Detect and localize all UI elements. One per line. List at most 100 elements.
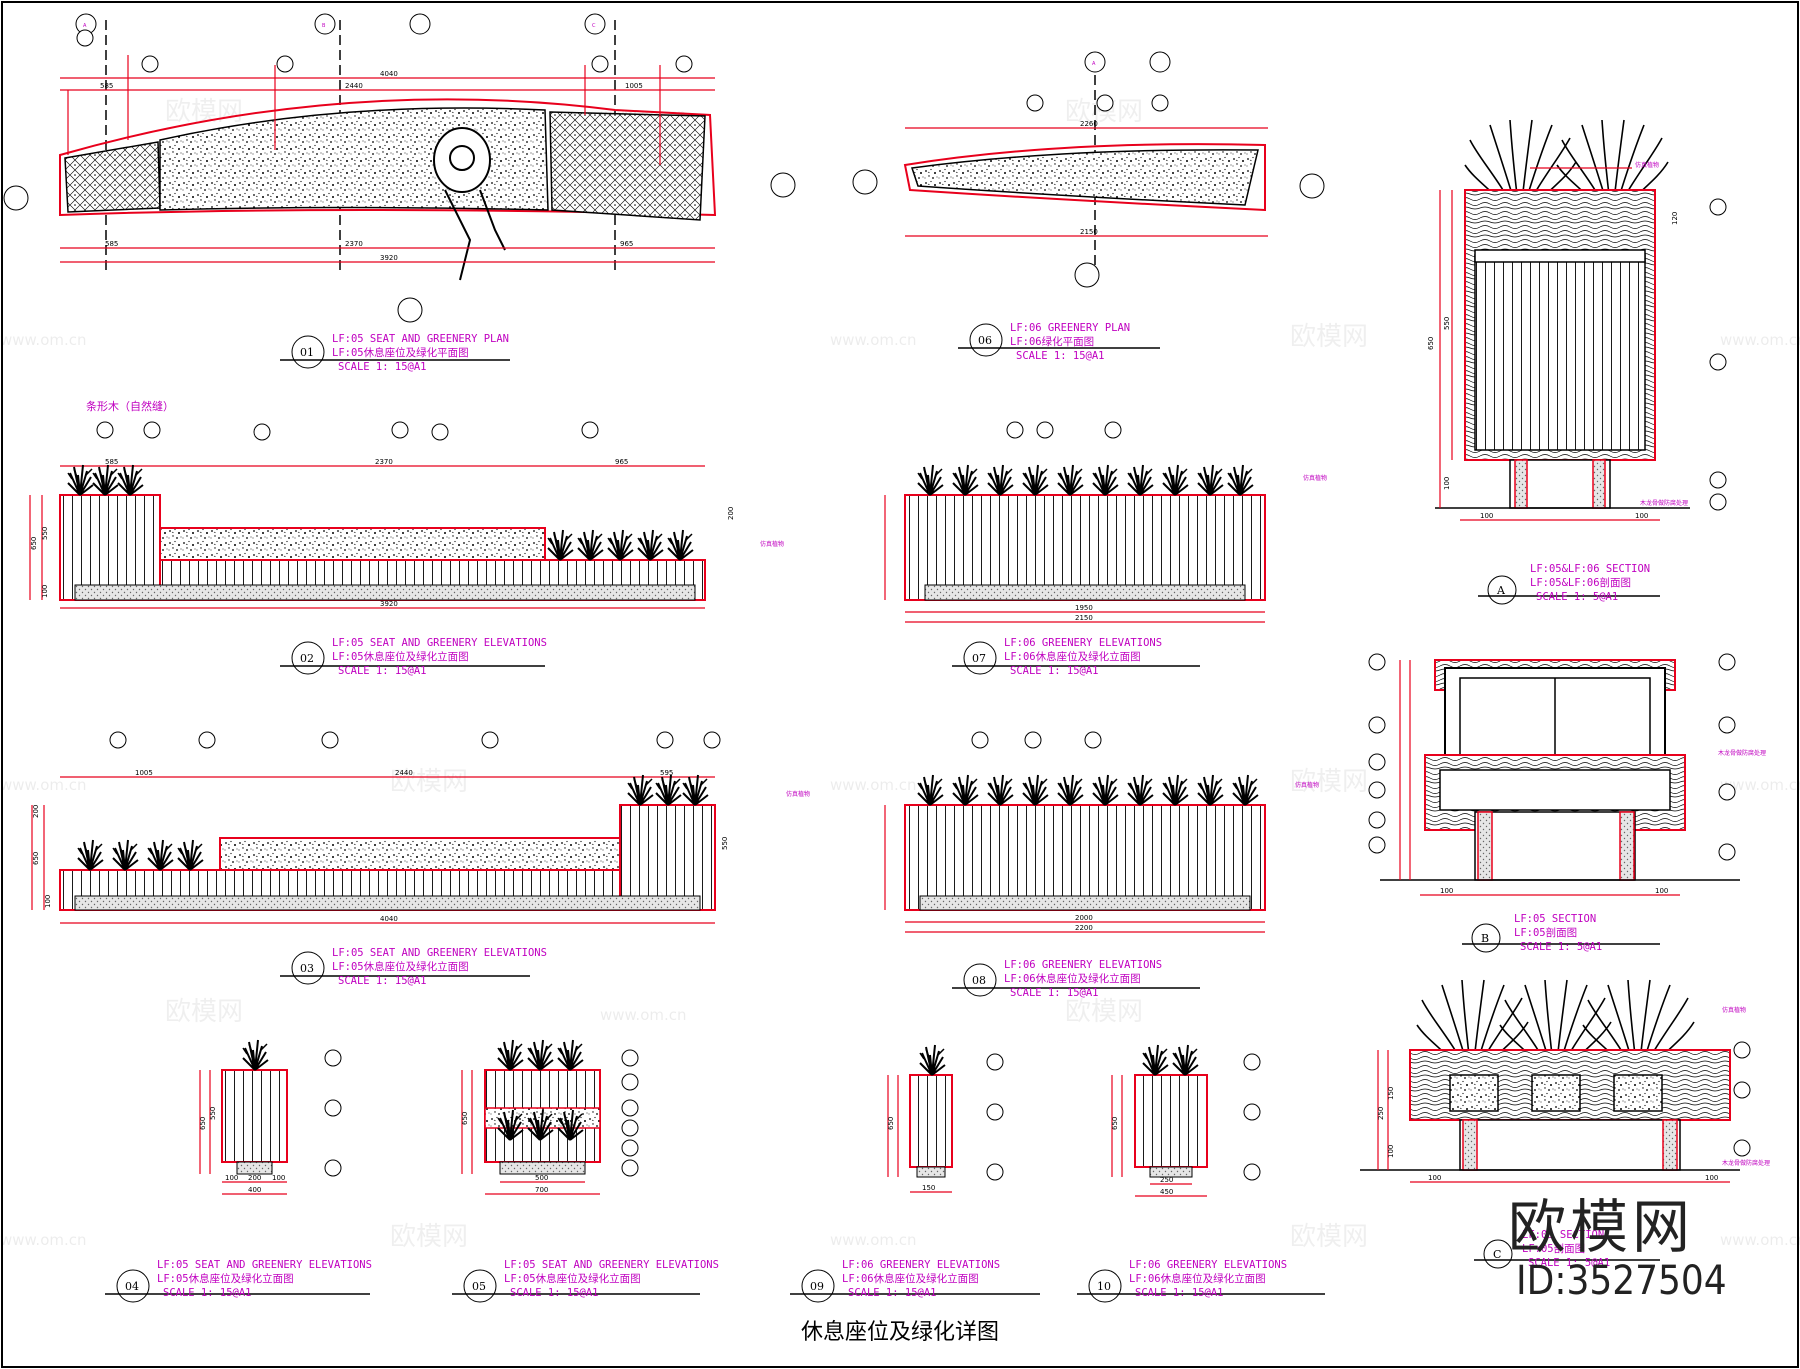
watermark-url: www.om.cn xyxy=(1720,1231,1800,1249)
drawing-title-cn: LF:06休息座位及绿化立面图 xyxy=(1004,972,1141,985)
watermark: 欧模网 xyxy=(390,1222,468,1252)
watermark: 欧模网 xyxy=(1290,1222,1368,1252)
svg-text:100: 100 xyxy=(44,895,52,908)
svg-text:2260: 2260 xyxy=(1080,120,1098,128)
drawing-title-en: LF:05 SECTION xyxy=(1522,1229,1604,1241)
watermark-url: www.om.cn xyxy=(1720,776,1800,794)
svg-text:08: 08 xyxy=(972,974,986,987)
svg-text:3920: 3920 xyxy=(380,254,398,262)
drawing-title-cn: LF:06休息座位及绿化立面图 xyxy=(842,1272,979,1285)
svg-text:木龙骨做防腐处理: 木龙骨做防腐处理 xyxy=(1640,499,1688,507)
svg-text:650: 650 xyxy=(30,537,38,550)
svg-text:585: 585 xyxy=(100,82,113,90)
svg-text:04: 04 xyxy=(125,1280,139,1293)
drawing-title-en: LF:06 GREENERY PLAN xyxy=(1010,322,1130,334)
svg-text:木龙骨做防腐处理: 木龙骨做防腐处理 xyxy=(1722,1159,1770,1167)
svg-text:585: 585 xyxy=(105,458,118,466)
elevation-02: 条形木（自然缝） 585 2370 965 3920 650 550 200 1… xyxy=(29,399,784,677)
svg-text:200: 200 xyxy=(727,507,735,520)
svg-text:仿真植物: 仿真植物 xyxy=(1295,781,1319,789)
drawing-title-en: LF:06 GREENERY ELEVATIONS xyxy=(1129,1259,1287,1271)
watermark: 欧模网 xyxy=(390,767,468,797)
drawing-title-en: LF:05 SECTION xyxy=(1514,913,1596,925)
svg-text:450: 450 xyxy=(1160,1188,1173,1196)
drawing-scale: SCALE 1: 5@A1 xyxy=(1528,1257,1610,1269)
svg-text:650: 650 xyxy=(461,1112,469,1125)
elevation-03: 1005 2440 595 4040 650 550 200 100 仿真植物 … xyxy=(31,731,810,987)
watermark-url: www.om.cn xyxy=(600,1006,687,1024)
svg-text:200: 200 xyxy=(248,1174,261,1182)
drawing-scale: SCALE 1: 15@A1 xyxy=(848,1287,937,1299)
svg-text:550: 550 xyxy=(1443,317,1451,330)
drawing-scale: SCALE 1: 15@A1 xyxy=(163,1287,252,1299)
drawing-title-en: LF:05 SEAT AND GREENERY PLAN xyxy=(332,333,509,345)
svg-text:B: B xyxy=(1481,932,1489,945)
svg-text:250: 250 xyxy=(1377,1107,1385,1120)
drawing-title-cn: LF:05剖面图 xyxy=(1514,926,1577,939)
drawing-title-en: LF:05 SEAT AND GREENERY ELEVATIONS xyxy=(504,1259,719,1271)
svg-text:C: C xyxy=(592,23,596,29)
drawing-number-A xyxy=(1487,575,1517,605)
svg-text:550: 550 xyxy=(209,1107,217,1120)
svg-text:500: 500 xyxy=(535,1174,548,1182)
elevation-04: 650 550 100 200 100 400 04 LF:05 SEAT AN… xyxy=(105,1039,372,1303)
drawing-title-cn: LF:05休息座位及绿化立面图 xyxy=(332,650,469,663)
section-C: 250 150 100 100 100 仿真植物 木龙骨做防腐处理 C LF:0… xyxy=(1360,979,1770,1269)
svg-text:2000: 2000 xyxy=(1075,914,1093,922)
svg-text:150: 150 xyxy=(1387,1087,1395,1100)
svg-text:595: 595 xyxy=(660,769,673,777)
svg-text:100: 100 xyxy=(1655,887,1668,895)
drawing-scale: SCALE 1: 5@A1 xyxy=(1520,941,1602,953)
svg-text:2370: 2370 xyxy=(345,240,363,248)
svg-text:965: 965 xyxy=(620,240,633,248)
drawing-number-C xyxy=(1483,1239,1513,1269)
svg-text:965: 965 xyxy=(615,458,628,466)
svg-text:100: 100 xyxy=(272,1174,285,1182)
watermark-url: www.om.cn xyxy=(1720,331,1800,349)
watermark: 欧模网 xyxy=(1065,997,1143,1027)
svg-text:10: 10 xyxy=(1097,1280,1111,1293)
svg-text:2200: 2200 xyxy=(1075,924,1093,932)
drawing-scale: SCALE 1: 5@A1 xyxy=(1536,591,1618,603)
svg-text:550: 550 xyxy=(721,837,729,850)
drawing-number-B xyxy=(1471,923,1501,953)
svg-text:100: 100 xyxy=(1440,887,1453,895)
svg-text:100: 100 xyxy=(225,1174,238,1182)
drawing-scale: SCALE 1: 15@A1 xyxy=(1010,665,1099,677)
drawing-title-cn: LF:05&LF:06剖面图 xyxy=(1530,576,1631,589)
svg-text:400: 400 xyxy=(248,1186,261,1194)
drawing-title-en: LF:05 SEAT AND GREENERY ELEVATIONS xyxy=(332,637,547,649)
plan-06: 2260 2150 A 06 LF:06 GREENERY PLAN LF:06… xyxy=(852,51,1325,362)
drawing-scale: SCALE 1: 15@A1 xyxy=(1010,987,1099,999)
drawing-title-cn: LF:05休息座位及绿化立面图 xyxy=(157,1272,294,1285)
svg-text:650: 650 xyxy=(199,1117,207,1130)
svg-text:100: 100 xyxy=(41,585,49,598)
sheet-title: 休息座位及绿化详图 xyxy=(800,1320,999,1345)
svg-text:仿真植物: 仿真植物 xyxy=(1722,1006,1746,1014)
drawing-title-cn: LF:05休息座位及绿化平面图 xyxy=(332,346,469,359)
svg-text:03: 03 xyxy=(300,962,314,975)
elevation-05: 650 500 700 05 LF:05 SEAT AND GREENERY E… xyxy=(452,1039,719,1303)
svg-text:07: 07 xyxy=(972,652,986,665)
svg-text:4040: 4040 xyxy=(380,70,398,78)
watermark-url: www.om.cn xyxy=(0,776,87,794)
svg-text:100: 100 xyxy=(1480,512,1493,520)
svg-text:05: 05 xyxy=(472,1280,486,1293)
drawing-scale: SCALE 1: 15@A1 xyxy=(338,361,427,373)
svg-text:2370: 2370 xyxy=(375,458,393,466)
svg-text:700: 700 xyxy=(535,1186,548,1194)
drawing-title-en: LF:05 SEAT AND GREENERY ELEVATIONS xyxy=(157,1259,372,1271)
svg-text:A: A xyxy=(1092,61,1096,67)
drawing-scale: SCALE 1: 15@A1 xyxy=(338,665,427,677)
svg-text:100: 100 xyxy=(1443,477,1451,490)
watermark-url: www.om.cn xyxy=(0,1231,87,1249)
svg-text:2440: 2440 xyxy=(345,82,363,90)
annotation-wood: 条形木（自然缝） xyxy=(86,399,174,413)
brand-id: ID:3527504 xyxy=(1516,1258,1727,1304)
svg-text:A: A xyxy=(1496,584,1506,597)
svg-text:100: 100 xyxy=(1705,1174,1718,1182)
svg-text:150: 150 xyxy=(922,1184,935,1192)
svg-text:650: 650 xyxy=(1427,337,1435,350)
svg-text:120: 120 xyxy=(1671,212,1679,225)
grid-bubbles-01: A B C xyxy=(3,13,796,323)
